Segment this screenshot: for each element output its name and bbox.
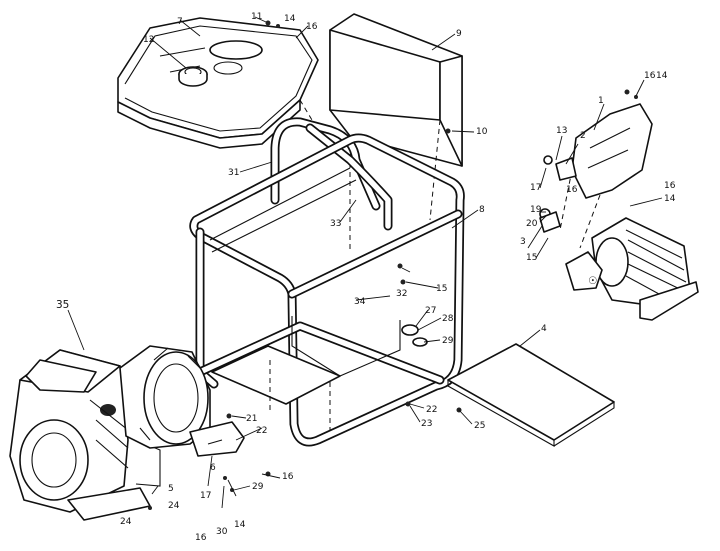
leader-lines bbox=[67, 16, 663, 509]
callout-14-alt-side: 14 bbox=[664, 194, 676, 204]
alternator-assembly: ☉ bbox=[559, 103, 699, 321]
callout-16-tank: 16 bbox=[306, 22, 318, 32]
callout-9: 9 bbox=[456, 29, 462, 39]
callout-35: 35 bbox=[56, 299, 69, 311]
callout-13: 13 bbox=[556, 126, 567, 136]
callout-21: 21 bbox=[246, 414, 257, 424]
callout-25: 25 bbox=[474, 421, 485, 431]
callout-5: 5 bbox=[168, 484, 174, 494]
callout-15-frame: 15 bbox=[436, 284, 447, 294]
callout-3: 3 bbox=[520, 237, 526, 247]
callout-17-base: 17 bbox=[200, 491, 211, 501]
callout-15-alt: 15 bbox=[526, 253, 537, 263]
callout-27: 28 bbox=[442, 314, 454, 324]
fuel-cap[interactable] bbox=[178, 66, 208, 87]
callout-22-frame: 22 bbox=[426, 405, 437, 415]
callout-34: 34 bbox=[354, 297, 366, 307]
callout-14-base: 14 bbox=[234, 520, 246, 530]
engine-mount-bracket bbox=[189, 421, 245, 457]
callout-16-alt-mid: 16 bbox=[566, 185, 578, 195]
callout-30: 30 bbox=[216, 527, 228, 537]
callout-32: 32 bbox=[396, 289, 407, 299]
callout-26: 27 bbox=[425, 306, 436, 316]
callout-7: 7 bbox=[177, 17, 183, 27]
callout-22-mount: 22 bbox=[256, 426, 267, 436]
callout-24-left: 24 bbox=[120, 517, 132, 527]
engine bbox=[9, 349, 161, 521]
callout-6: 6 bbox=[210, 463, 216, 473]
callout-2: 2 bbox=[580, 131, 586, 141]
alt-badge: ☉ bbox=[588, 275, 597, 287]
callout-14-tank: 14 bbox=[284, 14, 296, 24]
callout-1: 1 bbox=[598, 96, 604, 106]
callout-12: 12 bbox=[143, 35, 154, 45]
callout-14-alt-top: 14 bbox=[656, 71, 668, 81]
lift-handle bbox=[270, 117, 393, 231]
battery-tray bbox=[447, 343, 615, 447]
callout-16-base: 16 bbox=[282, 472, 294, 482]
tank-raised-panel bbox=[209, 40, 263, 60]
callout-16-bottom: 16 bbox=[195, 533, 207, 543]
callout-31: 31 bbox=[228, 168, 239, 178]
control-panel-cover bbox=[329, 13, 463, 250]
callout-17-alt: 17 bbox=[530, 183, 541, 193]
callout-labels: 7 12 11 14 16 9 10 31 33 8 15 32 34 27 2… bbox=[56, 12, 676, 543]
callout-24-right: 24 bbox=[168, 501, 180, 511]
callout-11: 11 bbox=[251, 12, 262, 22]
callout-23: 23 bbox=[421, 419, 432, 429]
callout-20: 20 bbox=[526, 219, 538, 229]
alternator-housing bbox=[119, 345, 211, 449]
callout-16-alt-side: 16 bbox=[664, 181, 676, 191]
callout-29: 29 bbox=[252, 482, 264, 492]
callout-19: 19 bbox=[530, 205, 542, 215]
frame-base-plate bbox=[211, 316, 401, 430]
tubular-frame bbox=[189, 133, 465, 447]
callout-8: 8 bbox=[479, 205, 485, 215]
hardware bbox=[148, 20, 638, 510]
callout-4: 4 bbox=[541, 324, 547, 334]
callout-10: 10 bbox=[476, 127, 488, 137]
callout-28: 29 bbox=[442, 336, 454, 346]
callout-16-alt-top: 16 bbox=[644, 71, 656, 81]
callout-33: 33 bbox=[330, 219, 341, 229]
